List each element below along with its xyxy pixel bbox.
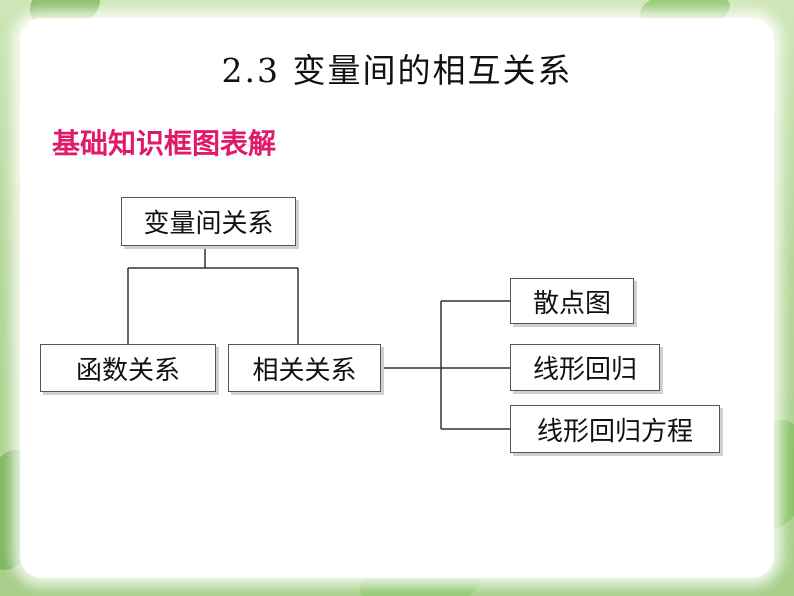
node-correlation-relation: 相关关系	[228, 344, 381, 392]
node-function-relation: 函数关系	[40, 344, 216, 392]
slide-title: 2.3 变量间的相互关系	[221, 51, 573, 90]
node-linear-regression: 线形回归	[510, 344, 660, 391]
section-subtitle: 基础知识框图表解	[52, 127, 277, 160]
content-card	[20, 18, 774, 578]
node-scatter-plot: 散点图	[510, 278, 634, 324]
node-regression-equation: 线形回归方程	[510, 405, 720, 453]
node-variable-relations: 变量间关系	[121, 197, 296, 246]
